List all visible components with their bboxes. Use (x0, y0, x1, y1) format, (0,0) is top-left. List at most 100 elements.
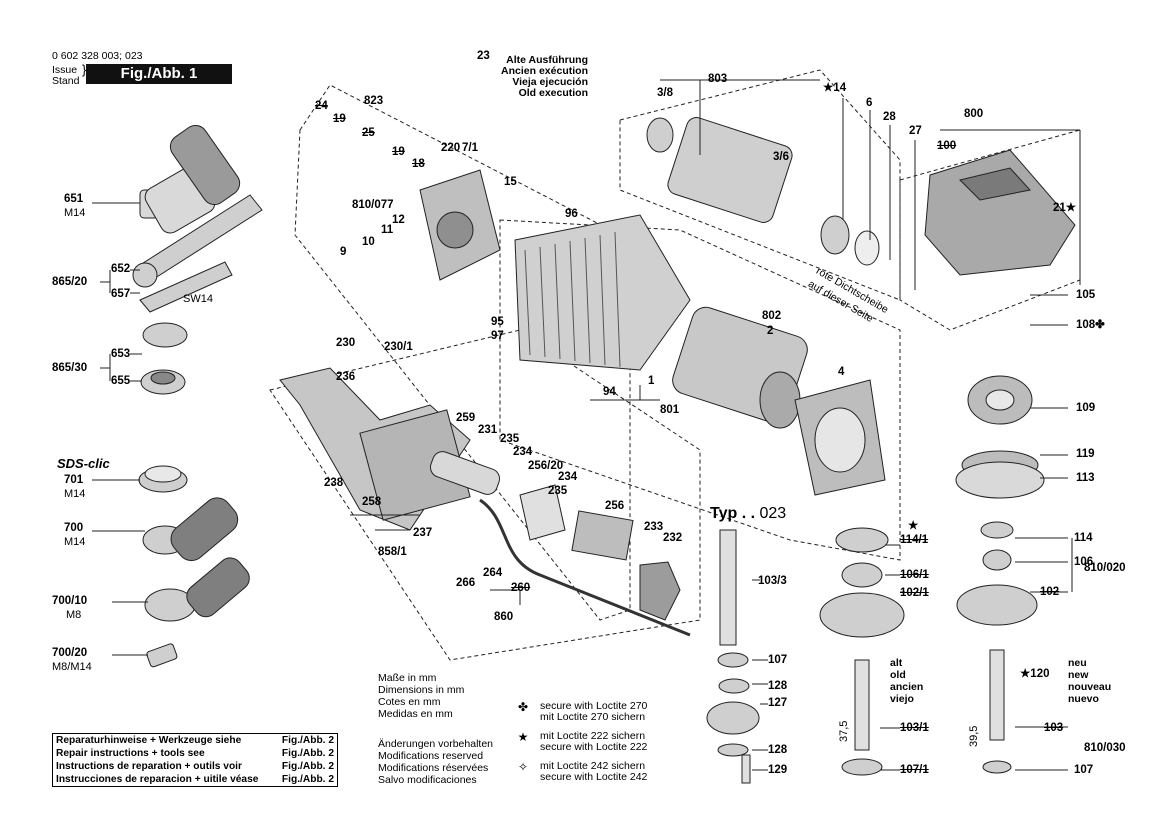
old-version-line-3: Vieja ejecución (512, 76, 588, 88)
aux-handle-651 (139, 124, 241, 234)
part-label: 19 (392, 146, 405, 158)
part-label: 701 (64, 474, 84, 486)
new-label-2: new (1068, 669, 1089, 681)
spanner-652 (132, 194, 263, 313)
leader-lines (92, 79, 1081, 771)
part-label: ★ (908, 520, 919, 532)
drawing-number: 0 602 328 003; 023 (52, 50, 143, 62)
repair-text: Instructions de reparation + outils voir (56, 761, 242, 772)
dashed-outline-armature (619, 69, 901, 301)
part-label: M14 (64, 536, 86, 548)
part-label: 234 (558, 471, 578, 483)
old-version-line-4: Old execution (518, 87, 588, 99)
new-label-4: nuevo (1068, 693, 1099, 705)
part-label: 2 (767, 325, 774, 337)
part-label: 4 (838, 366, 845, 378)
spindle-parts-mid (819, 527, 905, 776)
part-label: 128 (768, 680, 788, 692)
loctite-line: secure with Loctite 270 (540, 700, 648, 712)
part-label: 105 (1076, 289, 1096, 301)
part-label: M14 (64, 207, 86, 219)
issue-label: Issue (52, 64, 78, 76)
part-label: 100 (937, 140, 957, 152)
part-label: 113 (1076, 472, 1095, 484)
part-label: 657 (111, 288, 131, 300)
part-label: 858/1 (378, 546, 407, 558)
repair-ref: Fig./Abb. 2 (281, 735, 334, 746)
part-label: 236 (336, 371, 356, 383)
dimensions-note-3: Cotes en mm (378, 696, 441, 708)
old-label-4: viejo (890, 693, 914, 705)
rotor-armature-802 (672, 306, 808, 429)
repair-row: Repair instructions + tools see Fig./Abb.… (53, 747, 337, 760)
figure-label: Fig./Abb. 1 (86, 64, 232, 84)
sds-clic-brand: SDS-clic (57, 456, 110, 471)
stator-96 (514, 214, 691, 371)
part-label: 256/20 (528, 460, 564, 472)
part-label: 651 (64, 193, 84, 205)
gear-housing-800 (924, 149, 1076, 276)
part-label: 810/030 (1084, 742, 1126, 754)
part-label: SW14 (183, 293, 213, 305)
modifications-note-4: Salvo modificaciones (378, 774, 477, 786)
loctite-symbol: ★ (517, 730, 529, 744)
loctite-symbol: ✤ (517, 700, 529, 714)
part-label: 114 (1074, 532, 1093, 544)
dimensions-note-1: Maße in mm (378, 672, 437, 684)
part-label: 12 (392, 214, 405, 226)
old-label-3: ancien (890, 681, 924, 693)
modifications-note-1: Änderungen vorbehalten (378, 738, 494, 750)
stand-label: Stand (52, 75, 80, 87)
part-label: 235 (500, 433, 520, 445)
repair-row: Instructions de reparation + outils voir… (53, 760, 337, 773)
part-label: 266 (456, 577, 476, 589)
part-label: 3/6 (773, 151, 789, 163)
part-label: 96 (565, 208, 578, 220)
part-label: 97 (491, 330, 504, 342)
part-label: 655 (111, 375, 131, 387)
part-label: 802 (762, 310, 782, 322)
part-label: 106/1 (900, 569, 929, 581)
part-label: 810/077 (352, 199, 394, 211)
part-label: 234 (513, 446, 533, 458)
part-label: 15 (504, 176, 517, 188)
part-label: 102/1 (900, 587, 929, 599)
part-label: 94 (603, 386, 616, 398)
modifications-note-2: Modifications reserved (378, 750, 484, 762)
fan-plate-4 (794, 379, 886, 496)
brace: } (82, 62, 87, 77)
repair-text: Repair instructions + tools see (56, 748, 205, 759)
part-label: 237 (413, 527, 433, 539)
part-label: 108✤ (1076, 319, 1105, 331)
part-label: 128 (768, 744, 788, 756)
part-label: 129 (768, 764, 788, 776)
part-label: 27 (909, 125, 922, 137)
part-label: 700 (64, 522, 84, 534)
repair-ref: Fig./Abb. 2 (281, 748, 334, 759)
dashed-outline-left (294, 84, 631, 621)
part-label: 232 (663, 532, 683, 544)
repair-row: Instrucciones de reparacion + uitile véa… (53, 773, 337, 786)
repair-row: Reparaturhinweise + Werkzeuge siehe Fig./… (53, 734, 337, 747)
part-label: 865/20 (52, 276, 88, 288)
old-version-line-1: Alte Ausführung (506, 54, 588, 66)
switch-assembly (479, 484, 691, 637)
part-label: 37,5 (838, 720, 850, 742)
part-label: 810/020 (1084, 562, 1126, 574)
part-label: 823 (364, 95, 384, 107)
spindle-parts-right (956, 521, 1038, 774)
part-label: 235 (548, 485, 568, 497)
part-label: 230 (336, 337, 356, 349)
dashed-outline-motor (499, 219, 901, 561)
repair-text: Reparaturhinweise + Werkzeuge siehe (56, 735, 242, 746)
part-label: 39,5 (968, 725, 980, 747)
part-label: 18 (412, 158, 425, 170)
part-label: 860 (494, 611, 514, 623)
part-label: 3/8 (657, 87, 673, 99)
part-label: 103 (1044, 722, 1064, 734)
part-label: 102 (1040, 586, 1060, 598)
loctite-line: secure with Loctite 222 (540, 741, 648, 753)
